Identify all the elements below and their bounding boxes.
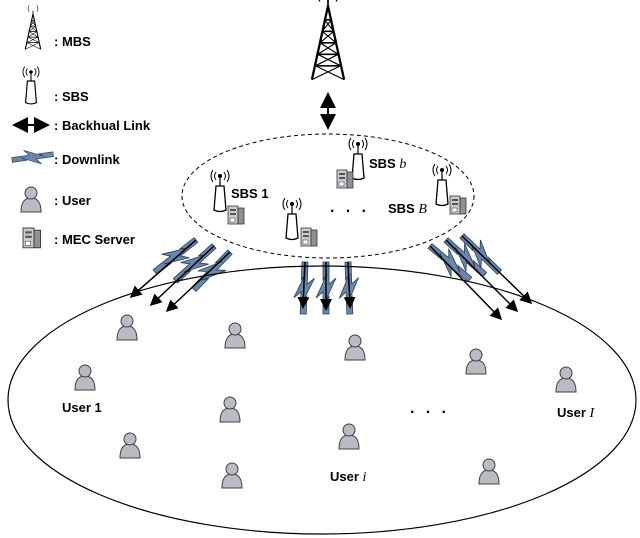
mbs-tower-icon [24,4,42,50]
user-icon [74,364,96,391]
downlink-arrow [343,261,356,309]
legend-sbs-label: : SBS [54,89,89,104]
user-icon [116,314,138,341]
sbs-1-label: SBS 1 [231,186,269,201]
sbs-icon [432,163,452,207]
mec-server-icon [227,205,245,225]
sbs-cluster-boundary [181,133,475,259]
legend-mec: : MEC Server [22,227,135,249]
sbs-ellipsis: · · · [330,203,370,220]
user-icon [465,348,487,375]
legend-downlink: : Downlink [10,145,120,169]
sbs-icon [22,66,40,105]
legend-mec-label: : MEC Server [54,232,135,247]
sbs-1: SBS 1 [210,169,269,225]
user-icon [338,423,360,450]
downlink-arrow [149,245,215,307]
sbs-B-label: SBS B [388,201,427,217]
downlink-arrow [445,239,519,313]
legend-user: : User [20,186,91,213]
user-icon [344,334,366,361]
mec-server-icon [449,195,467,215]
sbs-mid [282,197,318,247]
legend-user-label: : User [54,193,91,208]
user-icon [555,366,577,393]
user-ellipsis: · · · [410,404,450,421]
legend-downlink-label: : Downlink [54,152,120,167]
sbs-b-label: SBS b [369,156,406,172]
user-icon [224,322,246,349]
users [74,314,577,489]
user-I-label: User I [557,405,596,421]
legend-mbs-label: : MBS [54,34,91,49]
user-1-label: User 1 [62,400,102,415]
user-icon [119,432,141,459]
mec-server-icon [300,227,318,247]
sbs-B: SBS B [388,163,467,217]
user-icon [219,396,241,423]
user-icon [20,186,42,213]
downlink-arrow [297,261,310,309]
legend: : MBS : SBS : Backhual Link : Downlink :… [10,4,151,249]
user-icon [478,458,500,485]
sbs-b: SBS b [336,137,406,189]
downlink-arrow [165,251,231,313]
sbs-icon [210,169,230,213]
sbs-icon [282,197,302,241]
user-coverage-area [7,265,637,535]
legend-backhaul-label: : Backhual Link [54,118,151,133]
legend-mbs: : MBS [24,4,91,50]
mec-server-icon [22,227,42,249]
downlink-bolt-icon [148,231,203,281]
downlink-arrow [129,239,197,298]
downlink-arrow [461,235,533,305]
lightning-bolt-icon [10,145,55,169]
user-i-label: User i [330,469,367,485]
mec-server-icon [336,169,354,189]
legend-backhaul: : Backhual Link [12,117,151,133]
downlinks [129,228,533,321]
user-icon [221,462,243,489]
legend-sbs: : SBS [22,66,89,105]
downlink-arrow [429,245,503,321]
mbs-tower-icon [310,0,346,81]
